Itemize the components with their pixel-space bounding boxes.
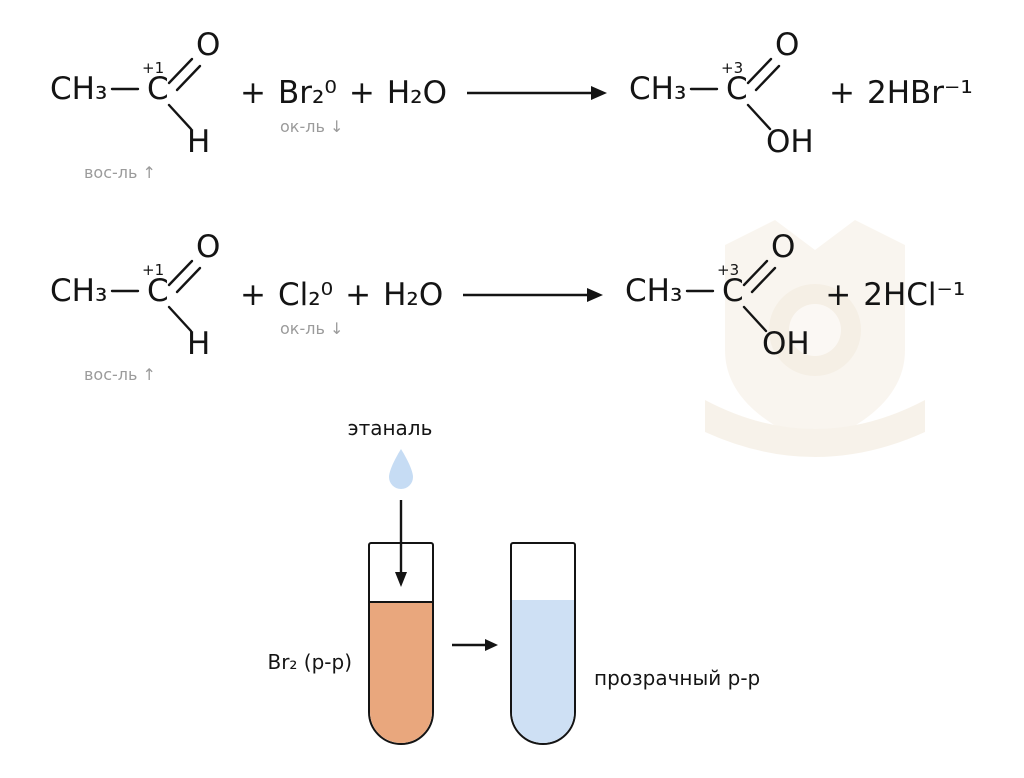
single-bond	[746, 103, 772, 131]
methyl-group: CH₃	[50, 273, 107, 309]
aldehyde-structure-block: CH₃ +1 C O H вос-ль ↑	[48, 225, 228, 384]
reducer-label: вос-ль ↑	[84, 365, 156, 384]
transfer-arrow-icon	[452, 639, 498, 651]
single-bond	[167, 305, 193, 333]
single-bond	[167, 103, 193, 131]
oxidizer-label: ок-ль ↓	[279, 318, 344, 338]
acid-structure-block: CH₃ +3 C O OH	[627, 23, 817, 162]
carbon-atom: C	[147, 273, 169, 309]
bromine-tube-label: Br₂ (р-р)	[267, 650, 352, 674]
aldehyde-structure: CH₃ +1 C O H	[50, 27, 220, 160]
hydrogen-atom: H	[187, 326, 210, 360]
acid-structure: CH₃ +3 C O OH	[625, 229, 810, 362]
oxidation-state: +1	[142, 59, 164, 77]
oxygen-atom: O	[775, 27, 799, 63]
hydrogen-atom: H	[187, 124, 210, 158]
oxidizer-label: ок-ль ↓	[279, 116, 344, 136]
hydroxyl-group: OH	[766, 124, 814, 158]
aldehyde-structure: CH₃ +1 C O H	[50, 229, 220, 362]
double-bond-line	[746, 57, 773, 85]
acid-structure-block: CH₃ +3 C O OH	[623, 225, 813, 364]
clear-solution-label: прозрачный р-р	[594, 666, 761, 690]
watermark	[705, 220, 925, 457]
hydroxyl-group: OH	[762, 326, 810, 360]
drop-arrow-icon	[395, 500, 407, 587]
halogen-formula: Cl₂⁰	[277, 276, 334, 313]
methyl-group: CH₃	[50, 71, 107, 107]
plus-sign: +	[240, 74, 266, 111]
double-bond-line	[754, 64, 781, 92]
byproduct-term: 2HBr⁻¹	[866, 74, 973, 111]
oxidation-state: +3	[721, 59, 743, 77]
carbon-atom: C	[722, 273, 744, 309]
oxidation-state: +1	[142, 261, 164, 279]
double-bond-line	[167, 259, 194, 287]
test-tube-clear	[510, 542, 576, 745]
plus-sign: +	[345, 276, 372, 313]
reducer-label: вос-ль ↑	[84, 163, 156, 182]
byproduct-term: 2HCl⁻¹	[863, 276, 966, 313]
reaction-row-chlorine: CH₃ +1 C O H вос-ль ↑ + Cl₂⁰ ок-ль ↓ + H…	[48, 225, 966, 384]
oxygen-atom: O	[196, 27, 220, 63]
reaction-arrow-icon	[466, 85, 607, 100]
water-term: H₂O	[386, 74, 447, 111]
halogen-formula: Br₂⁰	[277, 74, 337, 111]
clear-solution-liquid	[512, 600, 574, 743]
oxygen-atom: O	[771, 229, 795, 265]
double-bond-line	[743, 259, 769, 287]
reaction-arrow-icon	[463, 287, 604, 302]
halogen-term: Br₂⁰ ок-ль ↓	[277, 74, 343, 136]
halogen-term: Cl₂⁰ ок-ль ↓	[277, 276, 343, 338]
oxidation-state: +3	[717, 261, 739, 279]
bromine-solution-liquid	[370, 601, 432, 743]
ethanal-drop-icon	[389, 449, 413, 489]
double-bond-line	[751, 266, 777, 294]
aldehyde-structure-block: CH₃ +1 C O H вос-ль ↑	[48, 23, 228, 182]
plus-sign: +	[828, 74, 855, 111]
carbon-atom: C	[147, 71, 169, 107]
ethanal-label: этаналь	[347, 416, 433, 440]
plus-sign: +	[348, 74, 375, 111]
carbon-atom: C	[726, 71, 748, 107]
double-bond-line	[175, 266, 202, 294]
double-bond-line	[175, 64, 202, 92]
single-bond	[743, 305, 768, 333]
methyl-group: CH₃	[629, 71, 686, 107]
plus-sign: +	[240, 276, 266, 313]
double-bond-line	[167, 57, 194, 85]
oxygen-atom: O	[196, 229, 220, 265]
plus-sign: +	[825, 276, 852, 313]
reaction-row-bromine: CH₃ +1 C O H вос-ль ↑ + Br₂⁰ ок-ль ↓ + H…	[48, 23, 973, 182]
acid-structure: CH₃ +3 C O OH	[629, 27, 814, 160]
methyl-group: CH₃	[625, 273, 682, 309]
water-term: H₂O	[383, 276, 444, 313]
